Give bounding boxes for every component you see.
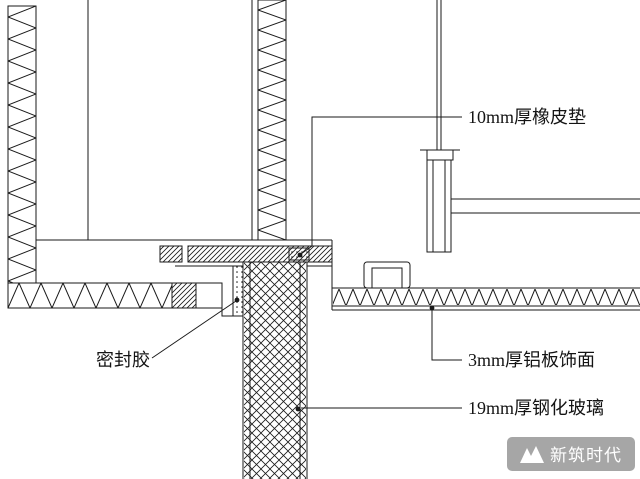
head-profile-strip: [187, 245, 333, 263]
furring-channel-inner: [371, 267, 403, 289]
watermark: 新筑时代: [507, 437, 635, 471]
label-sealant: 密封胶: [96, 350, 150, 370]
jamb-profile-block: [171, 282, 197, 309]
furring-channel: [363, 261, 411, 289]
label-aluminum-panel: 3mm厚铝板饰面: [468, 350, 595, 370]
ceiling-hanger-assembly: [363, 0, 640, 289]
wall-section-left: [7, 0, 173, 309]
head-profile-block: [159, 245, 183, 263]
wall-section-middle: [251, 0, 287, 241]
label-tempered-glass: 19mm厚钢化玻璃: [468, 398, 604, 418]
tempered-glass-panel: [242, 261, 308, 479]
sealant-bead: [232, 265, 244, 317]
watermark-text: 新筑时代: [550, 446, 622, 465]
hanger-channel: [426, 159, 452, 253]
leader-tempered-glass: [295, 406, 462, 412]
leader-aluminum-panel: [429, 305, 462, 361]
bird-logo-icon: [520, 446, 544, 463]
hanger-plate: [426, 149, 454, 161]
glazing-head-assembly: [36, 239, 333, 317]
label-rubber-pad: 10mm厚橡皮垫: [468, 107, 586, 127]
leader-sealant: [151, 297, 240, 359]
leader-rubber-pad: [297, 116, 462, 258]
aluminum-panel-band: [331, 287, 640, 311]
